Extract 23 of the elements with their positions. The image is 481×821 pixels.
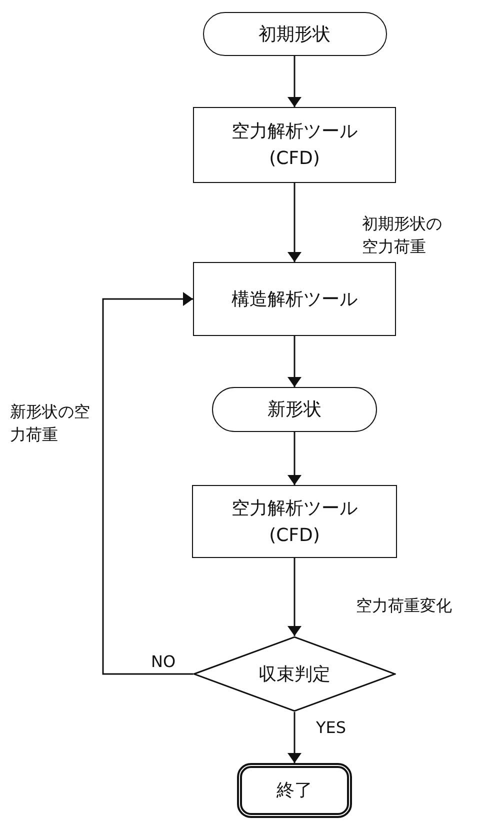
box-label: 初期形状 xyxy=(258,22,330,46)
arrow xyxy=(102,292,193,675)
arrow xyxy=(288,558,302,636)
box-label: 新形状 xyxy=(268,398,322,422)
box-label: (CFD) xyxy=(269,524,320,548)
box-label: (CFD) xyxy=(269,147,320,171)
end-terminal xyxy=(237,763,352,818)
arrow xyxy=(288,336,302,387)
box-label: 空力解析ツール xyxy=(232,120,358,144)
arrow xyxy=(288,56,302,107)
arrow xyxy=(288,712,302,763)
terminal-box xyxy=(202,12,386,56)
process-box xyxy=(192,485,397,558)
box-label: 終了 xyxy=(276,779,312,803)
arrow xyxy=(288,432,302,485)
arrow xyxy=(288,183,302,262)
process-box xyxy=(193,262,396,336)
terminal-box xyxy=(212,387,377,432)
box-label: 収束判定 xyxy=(258,662,330,686)
process-box xyxy=(193,107,396,183)
decision-diamond xyxy=(193,636,396,712)
box-label: 構造解析ツール xyxy=(232,288,358,312)
box-label: 空力解析ツール xyxy=(232,496,358,520)
